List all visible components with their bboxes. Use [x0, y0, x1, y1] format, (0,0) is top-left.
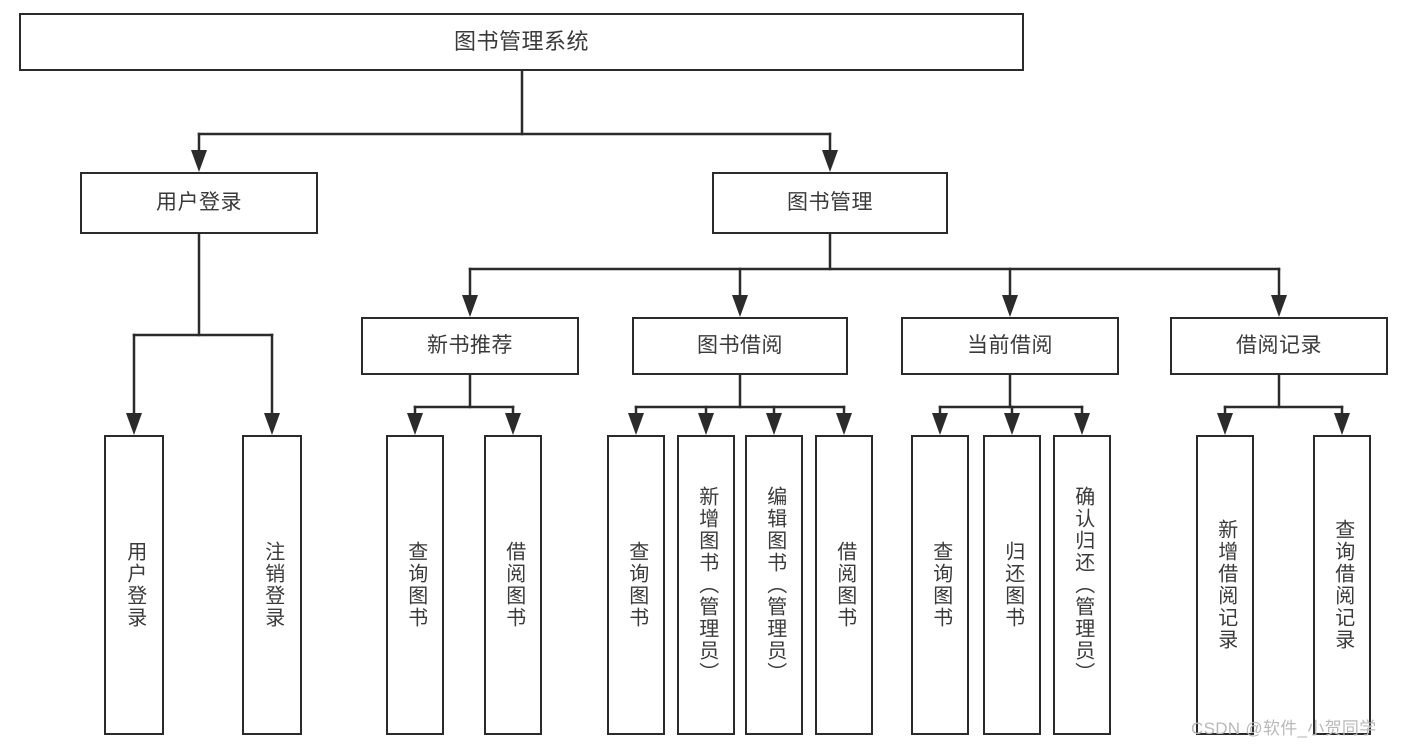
node-leaf-label: 编辑图书（管理员）	[763, 486, 786, 684]
watermark-csdn: CSDN @软件_小贺同学	[1191, 719, 1377, 738]
node-leaf-user-login[interactable]: 用户登录	[104, 435, 164, 735]
node-leaf-query-borrow-record[interactable]: 查询借阅记录	[1313, 435, 1371, 735]
node-leaf-borrow-book-recommendation[interactable]: 借阅图书	[484, 435, 542, 735]
node-leaf-label: 新增借阅记录	[1214, 519, 1237, 651]
node-leaf-query-book-borrowing[interactable]: 查询图书	[607, 435, 665, 735]
node-leaf-confirm-return-admin[interactable]: 确认归还（管理员）	[1053, 435, 1111, 735]
node-leaf-return-book[interactable]: 归还图书	[983, 435, 1041, 735]
node-leaf-label: 借阅图书	[833, 541, 856, 629]
node-leaf-add-book-admin[interactable]: 新增图书（管理员）	[677, 435, 735, 735]
node-leaf-label: 注销登录	[261, 541, 284, 629]
node-leaf-label: 借阅图书	[502, 541, 525, 629]
node-leaf-query-book-current[interactable]: 查询图书	[911, 435, 969, 735]
node-leaf-add-borrow-record[interactable]: 新增借阅记录	[1196, 435, 1254, 735]
node-leaf-label: 查询借阅记录	[1331, 519, 1354, 651]
node-book-management[interactable]: 图书管理	[712, 172, 948, 234]
node-leaf-label: 确认归还（管理员）	[1071, 486, 1094, 684]
node-leaf-label: 查询图书	[929, 541, 952, 629]
node-leaf-query-book-recommendation[interactable]: 查询图书	[386, 435, 444, 735]
node-borrowing-record[interactable]: 借阅记录	[1170, 317, 1388, 375]
node-new-book-recommendation[interactable]: 新书推荐	[361, 317, 579, 375]
node-leaf-borrow-book-borrowing[interactable]: 借阅图书	[815, 435, 873, 735]
node-leaf-label: 查询图书	[625, 541, 648, 629]
node-root-book-management-system[interactable]: 图书管理系统	[19, 13, 1024, 71]
node-leaf-label: 查询图书	[404, 541, 427, 629]
node-leaf-edit-book-admin[interactable]: 编辑图书（管理员）	[745, 435, 803, 735]
node-current-borrowing[interactable]: 当前借阅	[901, 317, 1119, 375]
node-user-login[interactable]: 用户登录	[80, 172, 318, 234]
node-leaf-label: 新增图书（管理员）	[695, 486, 718, 684]
node-book-borrowing[interactable]: 图书借阅	[632, 317, 848, 375]
node-leaf-label: 用户登录	[123, 541, 146, 629]
node-leaf-label: 归还图书	[1001, 541, 1024, 629]
node-leaf-logout[interactable]: 注销登录	[242, 435, 302, 735]
